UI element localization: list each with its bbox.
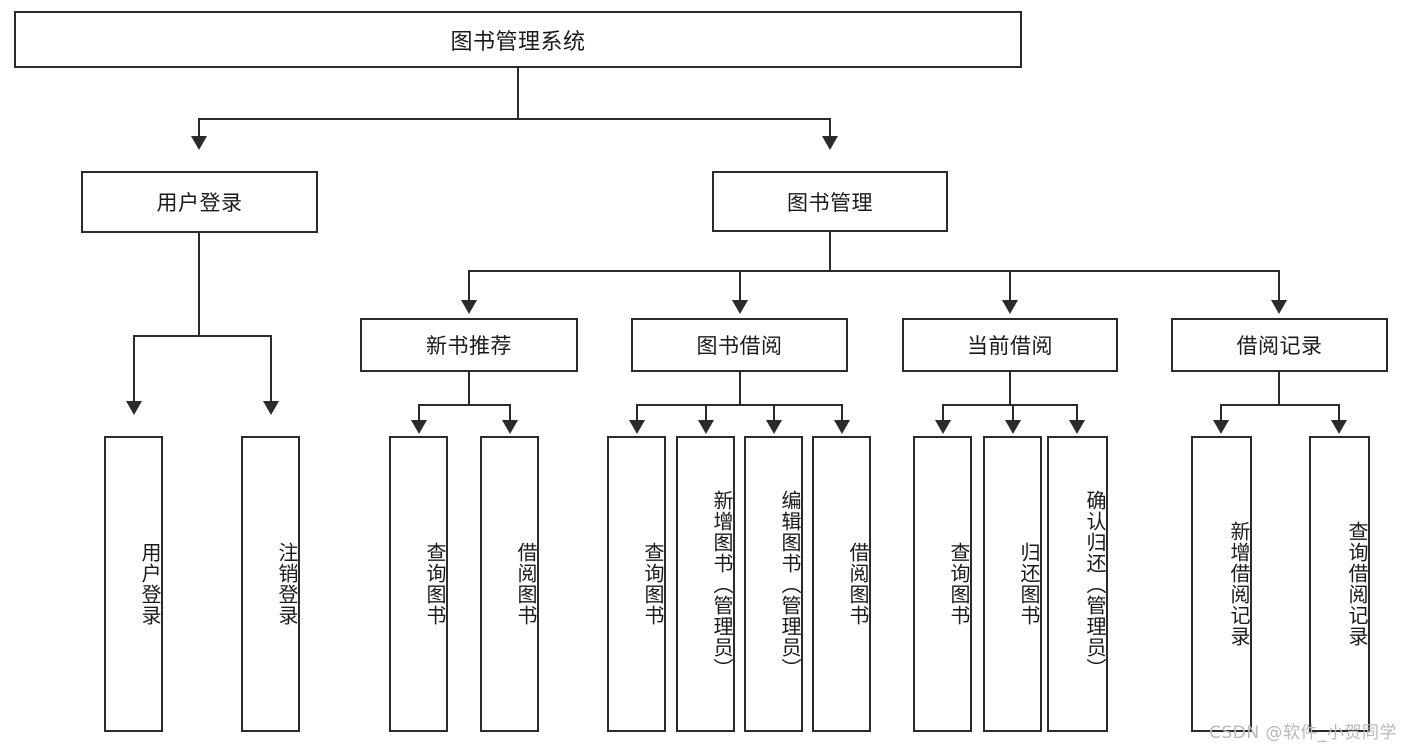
node-user-login[interactable]: 用户登录 [81, 171, 318, 233]
connector-user-login-drop-2 [270, 335, 272, 403]
leaf-logout-login[interactable]: 注销登录 [241, 436, 300, 732]
connector-to-book-management [829, 118, 831, 138]
arrowhead-leaf-query-book-3 [935, 420, 951, 434]
leaf-edit-book[interactable]: 编辑图书（管理员） [744, 436, 803, 732]
connector-user-login-bus [133, 335, 272, 337]
connector-current-borrow-drop-3 [1076, 404, 1078, 422]
leaf-query-book-1[interactable]: 查询图书 [389, 436, 448, 732]
arrowhead-leaf-logout-login [263, 401, 279, 415]
node-book-borrow[interactable]: 图书借阅 [631, 318, 848, 372]
connector-borrow-record-bus [1220, 404, 1340, 406]
node-borrow-record[interactable]: 借阅记录 [1171, 318, 1388, 372]
connector-to-new-book-recommend [468, 270, 470, 302]
arrowhead-leaf-add-borrow-record [1213, 420, 1229, 434]
node-borrow-record-label: 借阅记录 [1236, 334, 1323, 358]
connector-book-borrow-bus [636, 404, 843, 406]
connector-current-borrow-stem [1009, 372, 1011, 406]
arrowhead-new-book-recommend [461, 300, 477, 314]
leaf-borrow-book-2-label: 借阅图书 [846, 542, 870, 626]
connector-new-book-stem [468, 372, 470, 406]
connector-borrow-record-drop-1 [1220, 404, 1222, 422]
connector-to-book-borrow [739, 270, 741, 302]
node-current-borrow-label: 当前借阅 [967, 334, 1053, 358]
leaf-borrow-book-2[interactable]: 借阅图书 [812, 436, 871, 732]
node-root-label: 图书管理系统 [450, 29, 586, 55]
connector-to-current-borrow [1009, 270, 1011, 302]
arrowhead-book-borrow [732, 300, 748, 314]
connector-borrow-record-drop-2 [1338, 404, 1340, 422]
connector-book-borrow-stem [739, 372, 741, 406]
connector-book-borrow-drop-4 [841, 404, 843, 422]
node-user-login-label: 用户登录 [156, 191, 243, 215]
connector-new-book-drop-1 [418, 404, 420, 422]
node-book-management-label: 图书管理 [787, 190, 873, 215]
connector-book-borrow-drop-3 [773, 404, 775, 422]
connector-current-borrow-drop-2 [1012, 404, 1014, 422]
leaf-query-book-2[interactable]: 查询图书 [607, 436, 666, 732]
connector-borrow-record-stem [1278, 372, 1280, 406]
leaf-user-login[interactable]: 用户登录 [104, 436, 163, 732]
connector-book-borrow-drop-2 [705, 404, 707, 422]
arrowhead-leaf-borrow-book-2 [834, 420, 850, 434]
leaf-add-book-label: 新增图书（管理员） [710, 489, 734, 679]
node-book-management[interactable]: 图书管理 [712, 171, 948, 232]
arrowhead-leaf-query-book-1 [411, 420, 427, 434]
arrowhead-book-management [822, 136, 838, 150]
leaf-query-borrow-record[interactable]: 查询借阅记录 [1309, 436, 1370, 732]
arrowhead-leaf-edit-book [766, 420, 782, 434]
arrowhead-leaf-add-book [698, 420, 714, 434]
connector-new-book-bus [418, 404, 511, 406]
arrowhead-leaf-borrow-book-1 [502, 420, 518, 434]
node-root-system[interactable]: 图书管理系统 [14, 11, 1022, 68]
leaf-query-borrow-record-label: 查询借阅记录 [1345, 521, 1369, 647]
node-new-book-recommend-label: 新书推荐 [426, 334, 512, 358]
leaf-return-book[interactable]: 归还图书 [983, 436, 1042, 732]
connector-current-borrow-drop-1 [942, 404, 944, 422]
arrowhead-leaf-return-book [1005, 420, 1021, 434]
leaf-query-book-3[interactable]: 查询图书 [913, 436, 972, 732]
leaf-query-book-2-label: 查询图书 [641, 542, 665, 626]
leaf-logout-login-label: 注销登录 [275, 542, 299, 626]
connector-root-stem [517, 68, 519, 119]
connector-book-management-stem [829, 232, 831, 272]
node-current-borrow[interactable]: 当前借阅 [902, 318, 1118, 372]
arrowhead-leaf-confirm-return [1069, 420, 1085, 434]
leaf-add-borrow-record-label: 新增借阅记录 [1227, 521, 1251, 647]
connector-to-user-login [198, 118, 200, 138]
connector-level2-bus [198, 118, 831, 120]
arrowhead-user-login [191, 136, 207, 150]
leaf-query-book-1-label: 查询图书 [423, 542, 447, 626]
connector-user-login-stem [198, 233, 200, 336]
leaf-add-book[interactable]: 新增图书（管理员） [676, 436, 735, 732]
leaf-add-borrow-record[interactable]: 新增借阅记录 [1191, 436, 1252, 732]
arrowhead-leaf-query-book-2 [629, 420, 645, 434]
leaf-return-book-label: 归还图书 [1017, 542, 1041, 626]
node-book-borrow-label: 图书借阅 [696, 334, 783, 358]
leaf-confirm-return-label: 确认归还（管理员） [1083, 489, 1107, 679]
arrowhead-borrow-record [1271, 300, 1287, 314]
leaf-user-login-label: 用户登录 [138, 542, 162, 626]
arrowhead-leaf-query-borrow-record [1331, 420, 1347, 434]
arrowhead-current-borrow [1002, 300, 1018, 314]
connector-user-login-drop-1 [133, 335, 135, 403]
connector-to-borrow-record [1278, 270, 1280, 302]
watermark-text: CSDN @软件_小贺同学 [1209, 723, 1397, 743]
connector-level3-bus [468, 270, 1280, 272]
leaf-query-book-3-label: 查询图书 [947, 542, 971, 626]
leaf-confirm-return[interactable]: 确认归还（管理员） [1047, 436, 1108, 732]
connector-book-borrow-drop-1 [636, 404, 638, 422]
connector-new-book-drop-2 [509, 404, 511, 422]
leaf-borrow-book-1[interactable]: 借阅图书 [480, 436, 539, 732]
connector-current-borrow-bus [942, 404, 1078, 406]
leaf-edit-book-label: 编辑图书（管理员） [778, 489, 802, 679]
node-new-book-recommend[interactable]: 新书推荐 [360, 318, 578, 372]
arrowhead-leaf-user-login [126, 401, 142, 415]
leaf-borrow-book-1-label: 借阅图书 [514, 542, 538, 626]
